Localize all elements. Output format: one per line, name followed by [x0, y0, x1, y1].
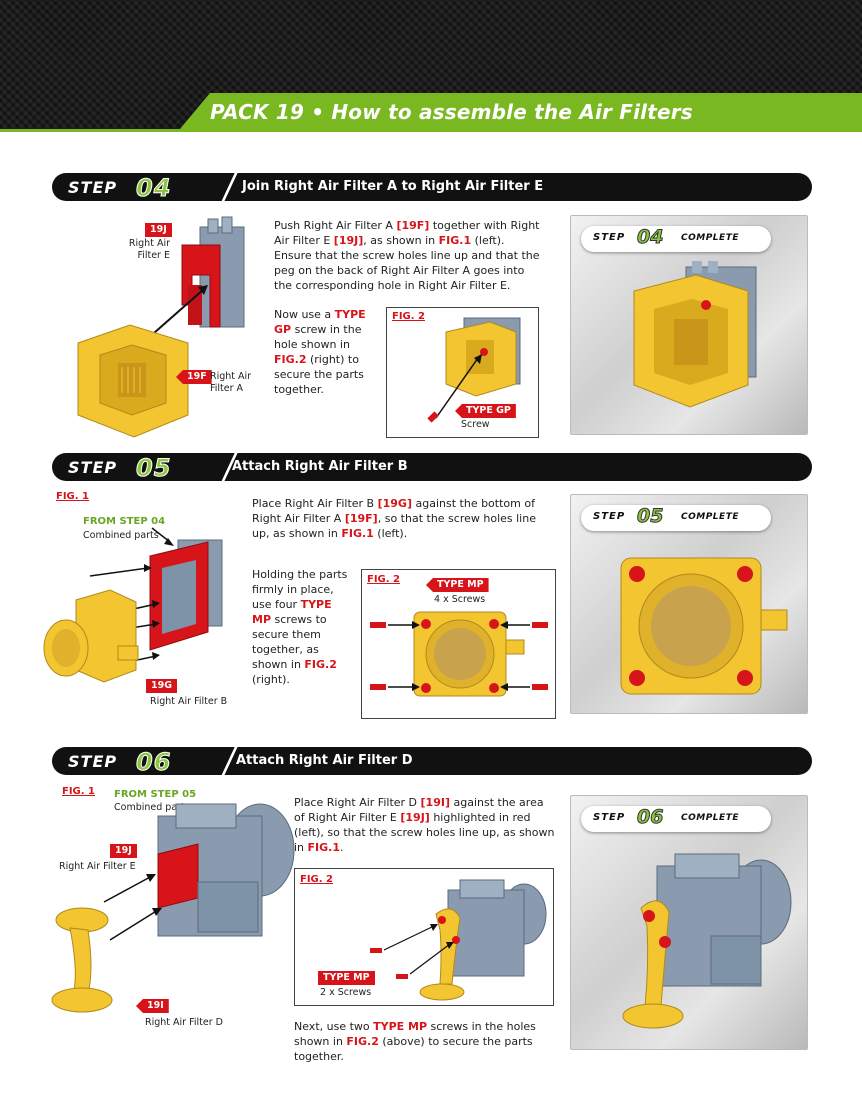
- step-04-instructions-1: Push Right Air Filter A [19F] together w…: [274, 219, 540, 292]
- step-04-fig1-illustration: [77, 216, 245, 438]
- combined-parts-label: Combined parts: [114, 802, 190, 813]
- screw-type-tag: TYPE MP: [426, 578, 489, 592]
- screw-label: Screw: [461, 419, 490, 430]
- fig-2-label: FIG. 2: [367, 574, 400, 585]
- step-number: 06: [135, 748, 172, 777]
- fig-2-label: FIG. 2: [392, 311, 425, 322]
- fig-1-label: FIG. 1: [62, 786, 95, 797]
- screw-type-tag: TYPE MP: [318, 971, 375, 985]
- part-label-19j: Right Air Filter E: [128, 238, 170, 261]
- step-06-fig1-illustration: [51, 803, 295, 1013]
- screw-type-tag: TYPE GP: [455, 404, 516, 418]
- part-tag-19j: 19J: [145, 223, 172, 237]
- step-word: STEP: [68, 458, 118, 477]
- step-title: Attach Right Air Filter D: [236, 753, 413, 768]
- header-banner: [0, 0, 862, 132]
- step-05-banner: STEP 05 Attach Right Air Filter B: [52, 453, 812, 483]
- complete-badge: STEP 05 COMPLETE: [581, 505, 771, 531]
- step-06-instructions-2: Next, use two TYPE MP screws in the hole…: [294, 1020, 536, 1063]
- step-05-instructions-1: Place Right Air Filter B [19G] against t…: [252, 497, 536, 540]
- step-number: 04: [135, 174, 172, 203]
- from-step-label: FROM STEP 05: [114, 789, 197, 800]
- step-04-complete-illustration: [633, 261, 757, 408]
- part-tag-19i: 19I: [136, 999, 169, 1013]
- from-step-label: FROM STEP 04: [83, 516, 166, 527]
- part-label-19j: Right Air Filter E: [59, 861, 136, 872]
- banner-divider: [216, 173, 244, 201]
- page-title: PACK 19 • How to assemble the Air Filter…: [210, 100, 693, 124]
- step-04-fig2-illustration: [427, 317, 521, 423]
- step-05-complete-illustration: [620, 557, 788, 695]
- fig-1-label: FIG. 1: [56, 491, 89, 502]
- banner-divider: [216, 747, 244, 775]
- part-label-19f: Right Air Filter A: [210, 371, 252, 394]
- step-06-instructions-1: Place Right Air Filter D [19I] against t…: [294, 796, 555, 854]
- step-title: Attach Right Air Filter B: [232, 459, 408, 474]
- part-tag-19j: 19J: [110, 844, 137, 858]
- part-tag-19g: 19G: [146, 679, 178, 693]
- step-06-fig2-illustration: [370, 879, 547, 1001]
- complete-badge: STEP 06 COMPLETE: [581, 806, 771, 832]
- step-04-instructions-2: Now use a TYPE GP screw in the hole show…: [274, 308, 366, 396]
- step-word: STEP: [68, 178, 118, 197]
- step-title: Join Right Air Filter A to Right Air Fil…: [242, 179, 544, 194]
- banner-divider: [216, 453, 244, 481]
- step-number: 05: [135, 454, 172, 483]
- part-label-19i: Right Air Filter D: [145, 1017, 223, 1028]
- step-05-fig1-illustration: [43, 527, 223, 683]
- part-tag-19f: 19F: [176, 370, 212, 384]
- step-06-complete-illustration: [622, 853, 792, 1029]
- step-06-complete-panel: STEP 06 COMPLETE: [570, 795, 808, 1050]
- step-word: STEP: [68, 752, 118, 771]
- step-04-complete-panel: STEP 04 COMPLETE: [570, 215, 808, 435]
- step-05-complete-panel: STEP 05 COMPLETE: [570, 494, 808, 714]
- combined-parts-label: Combined parts: [83, 530, 159, 541]
- fig-2-label: FIG. 2: [300, 874, 333, 885]
- complete-badge: STEP 04 COMPLETE: [581, 226, 771, 252]
- step-04-banner: STEP 04 Join Right Air Filter A to Right…: [52, 173, 812, 203]
- screw-label: 4 x Screws: [434, 594, 486, 605]
- step-05-instructions-2: Holding the parts firmly in place, use f…: [252, 568, 348, 686]
- title-band: [0, 93, 862, 132]
- part-label-19g: Right Air Filter B: [150, 696, 228, 707]
- step-06-banner: STEP 06 Attach Right Air Filter D: [52, 747, 812, 777]
- screw-label: 2 x Screws: [320, 987, 372, 998]
- step-05-fig2-illustration: [370, 611, 548, 697]
